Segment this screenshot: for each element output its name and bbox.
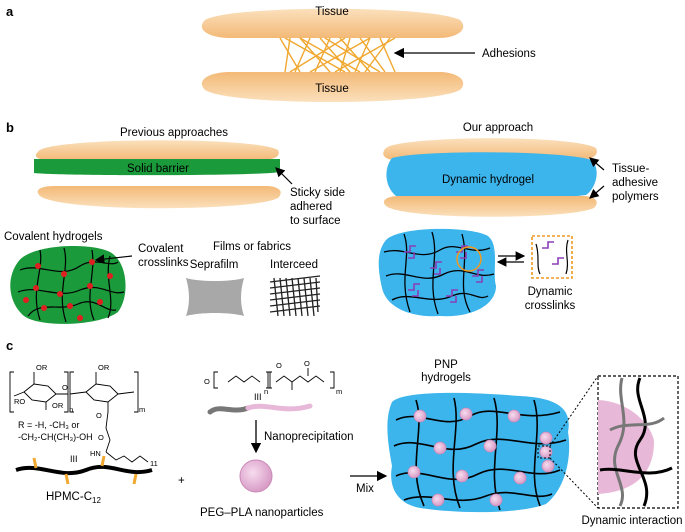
covalent-crosslinks-line1: Covalent bbox=[138, 243, 184, 255]
hpmc-label-text: HPMC-C bbox=[46, 491, 92, 503]
dynamic-network-blob bbox=[378, 228, 496, 317]
sticky-side-arrow bbox=[275, 167, 293, 185]
peg-pla-label: PEG–PLA nanoparticles bbox=[200, 507, 324, 519]
panel-c-letter: c bbox=[6, 338, 13, 353]
peg-block bbox=[207, 405, 251, 415]
films-fabrics-label: Films or fabrics bbox=[213, 241, 291, 253]
hpmc-polymer-chain bbox=[15, 464, 153, 476]
chem-label-0: OR bbox=[36, 363, 48, 372]
mix-label: Mix bbox=[356, 483, 374, 495]
dissociated-crosslink bbox=[542, 241, 564, 265]
tissue-top-label: Tissue bbox=[315, 6, 348, 18]
chem-label-15: m bbox=[336, 387, 342, 396]
dynamic-crosslink-box bbox=[531, 235, 573, 279]
sticky-side-line1: Sticky side bbox=[290, 187, 345, 199]
pnp-line2: hydrogels bbox=[421, 372, 471, 384]
chem-label-10: O bbox=[98, 433, 104, 442]
chem-label-11: O bbox=[204, 377, 210, 386]
adhesion-fibers bbox=[279, 37, 396, 73]
pnp-nanoparticles bbox=[407, 407, 555, 507]
sticky-side-line3: to surface bbox=[290, 215, 341, 227]
zoom-line-bottom bbox=[549, 457, 599, 509]
chem-label-5: n bbox=[69, 405, 73, 414]
zoomed-chains bbox=[599, 377, 673, 507]
dynamic-crosslink-highlight bbox=[456, 246, 482, 272]
solid-barrier bbox=[34, 159, 280, 176]
chem-label-3: O bbox=[62, 383, 68, 392]
chem-label-14: O bbox=[304, 359, 310, 368]
covalent-crosslinks-arrow bbox=[94, 254, 133, 264]
tissue-adhesive-arrow-bottom bbox=[589, 185, 605, 199]
dynamic-hydrogel-label: Dynamic hydrogel bbox=[442, 174, 534, 186]
our-tissue-bottom bbox=[383, 196, 597, 217]
tissue-bottom-label: Tissue bbox=[315, 83, 348, 95]
chem-label-6: m bbox=[139, 405, 145, 414]
tissue-bottom bbox=[201, 72, 464, 102]
prev-tissue-top bbox=[35, 140, 279, 160]
chem-label-12: n bbox=[264, 387, 268, 396]
pnp-line1: PNP bbox=[434, 359, 458, 371]
panel-b-letter: b bbox=[6, 120, 14, 135]
dynamic-hydrogel bbox=[386, 152, 597, 199]
peg-pla-label-iii: III bbox=[254, 392, 262, 402]
panel-c: c OR RO OR O OR n m O HN 11 O R = -H, -C… bbox=[6, 338, 682, 527]
dynamic-crosslinks-line1: Dynamic bbox=[528, 286, 573, 298]
covalent-hydrogel-blob bbox=[10, 246, 126, 324]
interceed-mesh bbox=[269, 275, 321, 317]
chem-label-7: O bbox=[96, 411, 102, 420]
dynamic-interaction-label: Dynamic interaction bbox=[582, 515, 683, 527]
tissue-adhesive-line2: adhesive bbox=[612, 177, 658, 189]
interceed-label: Interceed bbox=[270, 259, 318, 271]
chem-label-4: OR bbox=[98, 363, 110, 372]
previous-approaches-title: Previous approaches bbox=[120, 127, 228, 139]
panel-a: a Tissue Tissue Adhesions bbox=[6, 4, 536, 102]
seprafilm-label: Seprafilm bbox=[190, 259, 239, 271]
chem-label-8: HN bbox=[90, 449, 101, 458]
nanoprecipitation-label: Nanoprecipitation bbox=[264, 431, 354, 443]
r-definition-line1: R = -H, -CH₃ or bbox=[18, 420, 79, 430]
dissociated-chain bbox=[535, 239, 569, 275]
chem-label-2: OR bbox=[52, 401, 64, 410]
pla-block bbox=[245, 403, 313, 412]
tissue-adhesive-line1: Tissue- bbox=[612, 163, 649, 175]
equilibrium-arrows bbox=[496, 251, 526, 267]
panel-a-letter: a bbox=[6, 4, 14, 19]
plus-sign: + bbox=[178, 475, 185, 487]
hpmc-structure bbox=[9, 371, 149, 463]
solid-barrier-label: Solid barrier bbox=[127, 163, 189, 175]
chem-label-1: RO bbox=[14, 397, 25, 406]
prev-tissue-bottom bbox=[37, 186, 281, 209]
covalent-crosslinks-line2: crosslinks bbox=[138, 257, 189, 269]
peg-pla-nanoparticle bbox=[239, 459, 273, 493]
our-approach-title: Our approach bbox=[463, 122, 533, 134]
chem-label-9: 11 bbox=[150, 459, 158, 468]
tissue-adhesive-arrow-top bbox=[589, 157, 605, 171]
tissue-adhesive-line3: polymers bbox=[612, 191, 659, 203]
peg-pla-structure bbox=[213, 368, 335, 390]
chem-label-13: O bbox=[276, 361, 282, 370]
adhesions-label: Adhesions bbox=[482, 48, 536, 60]
covalent-hydrogels-label: Covalent hydrogels bbox=[4, 231, 103, 243]
hpmc-label-iii: III bbox=[70, 454, 78, 464]
r-definition-line2: -CH₂-CH(CH₃)-OH bbox=[18, 432, 93, 442]
tissue-top bbox=[201, 8, 464, 38]
hpmc-label: HPMC-C12 bbox=[46, 491, 101, 505]
covalent-crosslinks bbox=[23, 259, 113, 321]
hpmc-alkyl-tails bbox=[32, 455, 138, 485]
sticky-side-line2: adhered bbox=[290, 201, 332, 213]
seprafilm-sheet bbox=[186, 278, 244, 316]
panel-b: b Previous approaches Solid barrier Stic… bbox=[4, 120, 659, 324]
dynamic-crosslinks-line2: crosslinks bbox=[525, 300, 576, 312]
zoom-source-box bbox=[537, 445, 551, 459]
hpmc-label-sub: 12 bbox=[92, 496, 101, 505]
